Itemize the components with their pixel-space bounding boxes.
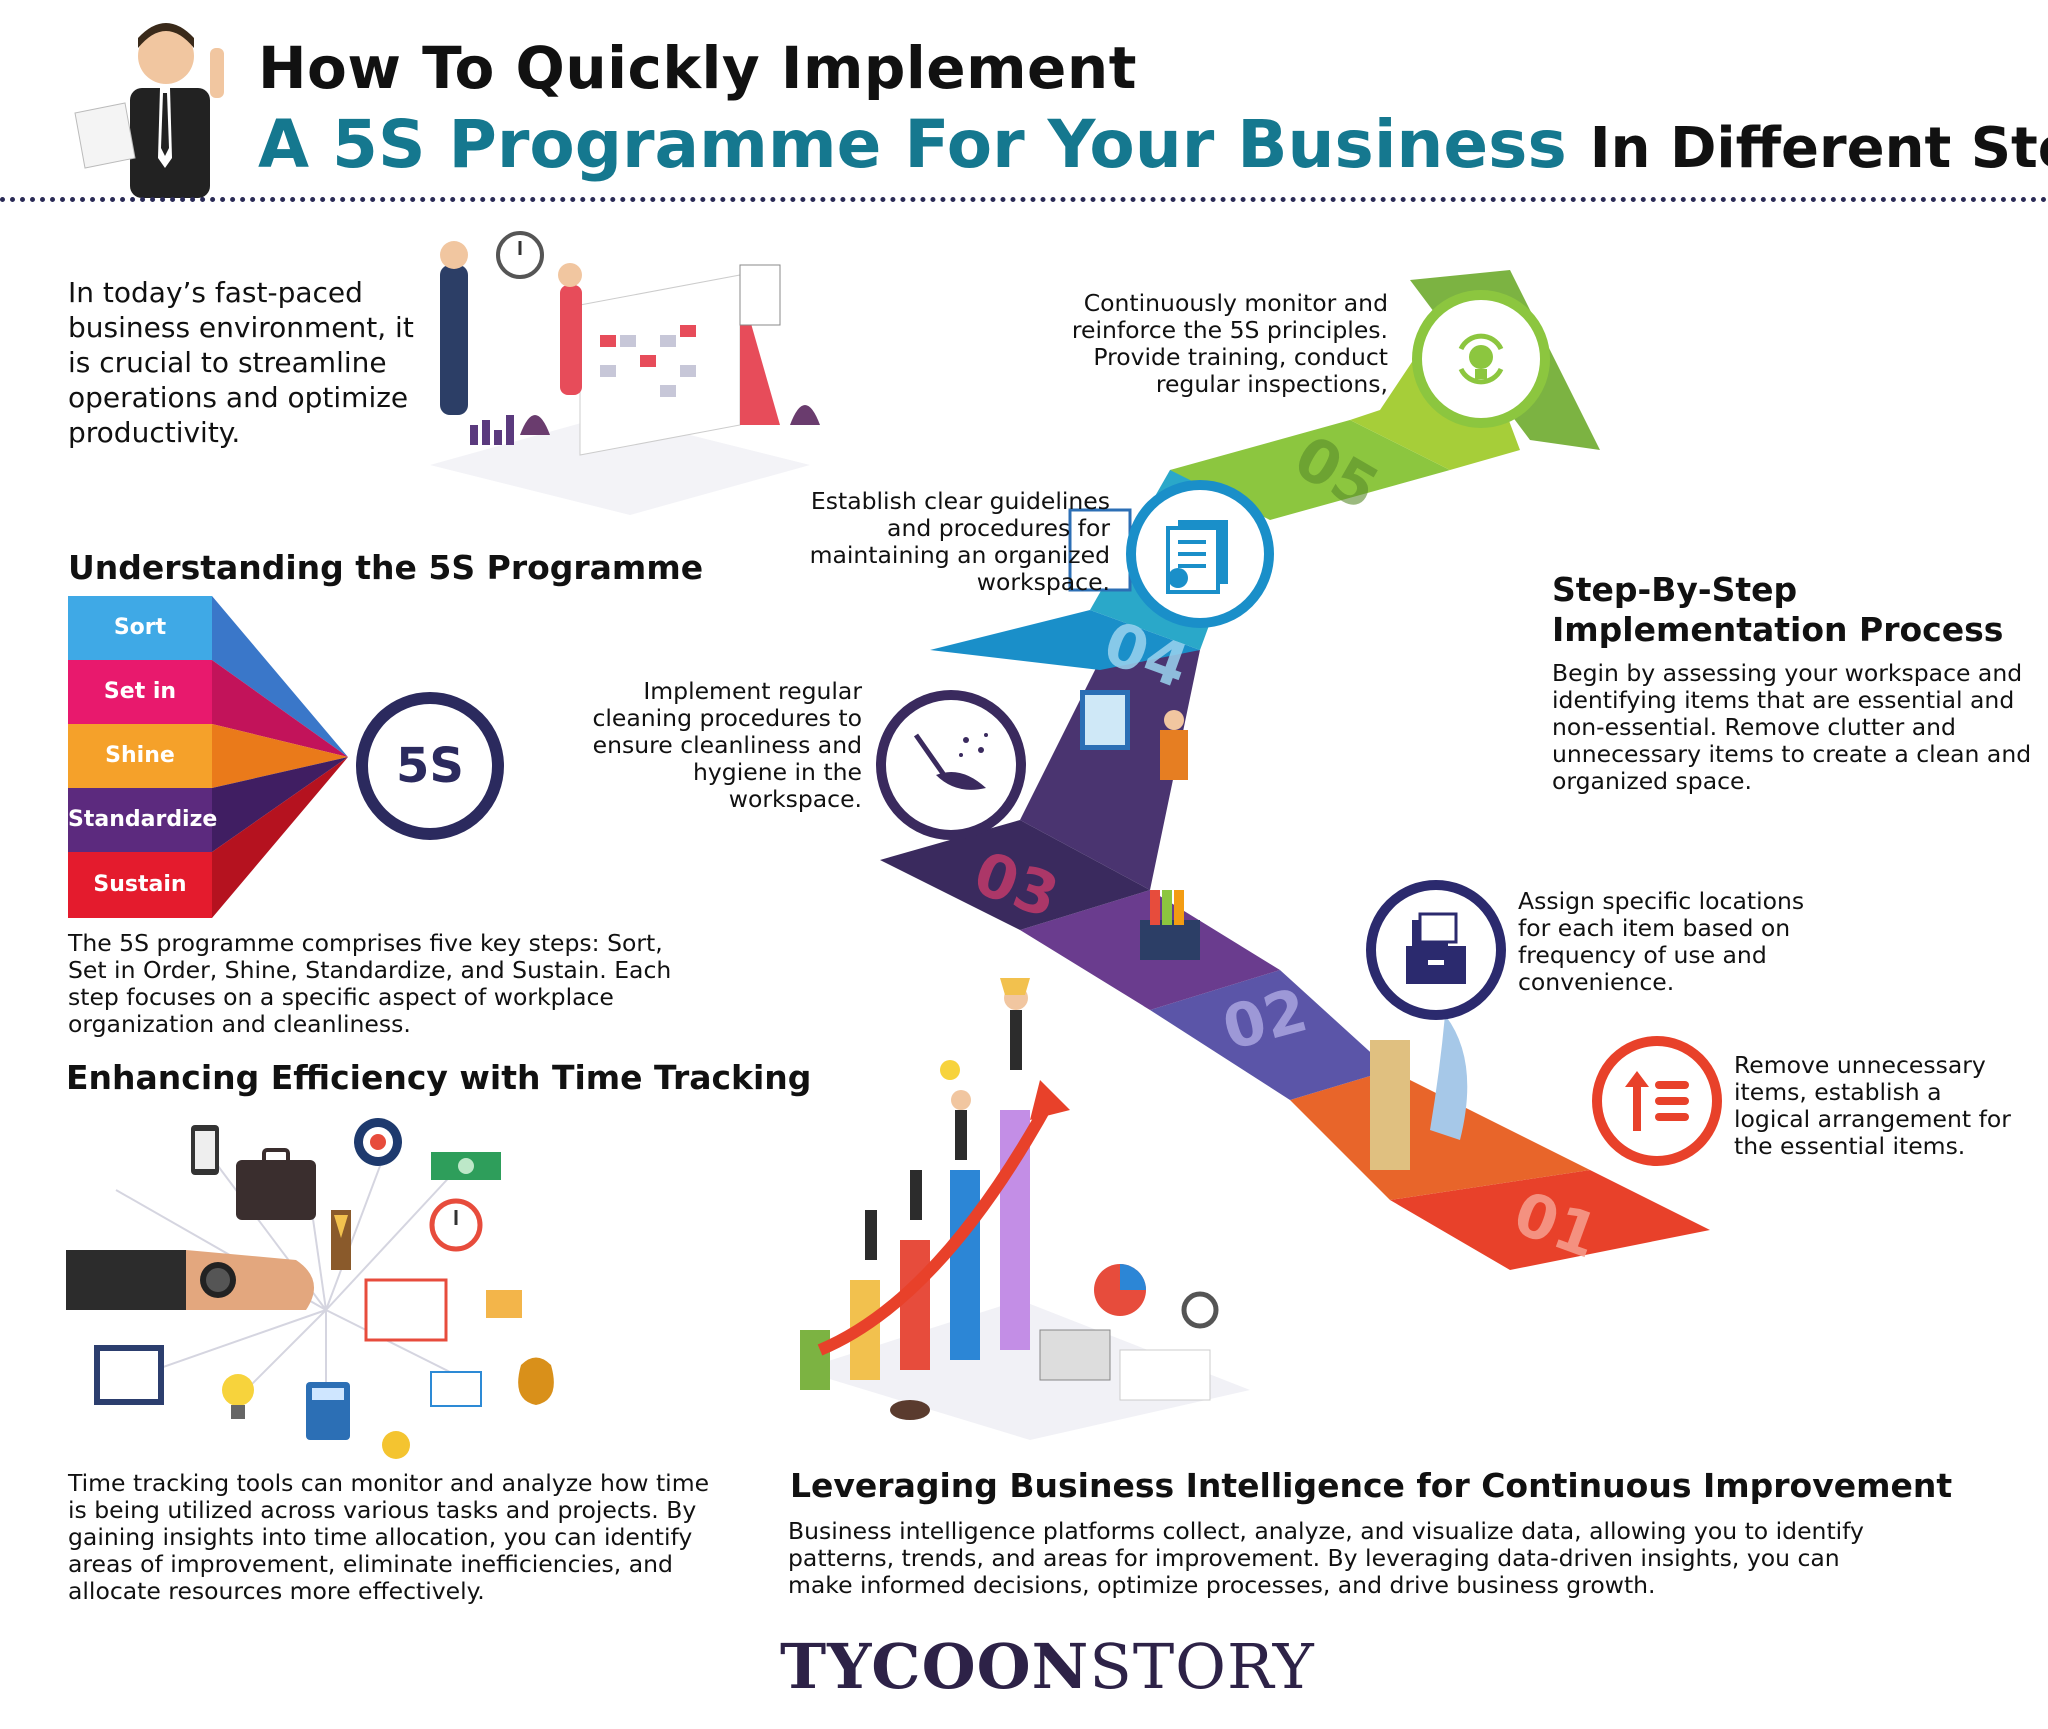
understanding-description: The 5S programme comprises five key step… bbox=[68, 929, 672, 1038]
step-03-icon-circle bbox=[876, 690, 1026, 840]
5s-bar-sustain: Sustain bbox=[68, 852, 212, 918]
step-04-text: Establish clear guidelines and procedure… bbox=[809, 487, 1110, 596]
step-02-block bbox=[1150, 970, 1390, 1100]
step-01-text: Remove unnecessary items, establish a lo… bbox=[1734, 1051, 2011, 1160]
5s-label-shine: Shine bbox=[105, 743, 175, 768]
step-01-ramp bbox=[1290, 1070, 1590, 1200]
business-intelligence-description: Business intelligence platforms collect,… bbox=[788, 1517, 1864, 1599]
calendar-team-illustration bbox=[410, 225, 830, 515]
time-tracking-illustration bbox=[66, 1110, 586, 1460]
brand-bold: TYCOON bbox=[780, 1630, 1090, 1703]
step-02-text: Assign specific locations for each item … bbox=[1518, 887, 1805, 996]
broom-sparkle-icon bbox=[913, 733, 988, 790]
file-cabinet-icon bbox=[1406, 912, 1466, 984]
lightbulb-cycle-icon bbox=[1458, 333, 1504, 385]
sort-list-icon bbox=[1625, 1071, 1689, 1131]
implementation-description: Begin by assessing your workspace and id… bbox=[1552, 659, 2032, 795]
businessman-illustration bbox=[70, 8, 250, 198]
step-03-text: Implement regular cleaning procedures to… bbox=[592, 677, 862, 813]
title-highlight: A 5S Programme For Your Business bbox=[258, 106, 1567, 183]
business-intelligence-illustration bbox=[790, 970, 1270, 1440]
intro-text: In today’s fast-paced business environme… bbox=[68, 276, 414, 449]
brand-regular: STORY bbox=[1089, 1630, 1315, 1703]
brand-logo: TYCOONSTORY bbox=[780, 1630, 1315, 1703]
title-line-1: How To Quickly Implement bbox=[258, 34, 1137, 102]
5s-bar-set-in-order: Set in Order bbox=[68, 660, 212, 768]
5s-center-badge: 5S bbox=[356, 692, 504, 840]
title-rest: In Different Steps bbox=[1589, 116, 2048, 181]
step-02-icon-circle bbox=[1366, 880, 1506, 1020]
step-04-block bbox=[930, 610, 1200, 670]
5s-bar-standardize: Standardize bbox=[68, 788, 217, 852]
5s-bar-shine: Shine bbox=[68, 724, 212, 788]
step-03-block bbox=[880, 820, 1150, 930]
5s-center-label: 5S bbox=[396, 738, 464, 794]
step-03-ramp bbox=[1020, 650, 1200, 890]
step-04-icon-circle bbox=[1126, 480, 1274, 628]
dotted-divider bbox=[0, 197, 2048, 202]
step-05-text: Continuously monitor and reinforce the 5… bbox=[1071, 289, 1388, 398]
5s-label-sort: Sort bbox=[113, 615, 167, 640]
step-05-icon-circle bbox=[1412, 290, 1550, 428]
time-tracking-description: Time tracking tools can monitor and anal… bbox=[68, 1469, 710, 1605]
5s-label-standardize: Standardize bbox=[68, 807, 218, 832]
understanding-heading: Understanding the 5S Programme bbox=[68, 548, 704, 587]
step-01-icon-circle bbox=[1592, 1036, 1722, 1166]
5s-bar-sort: Sort bbox=[68, 596, 212, 660]
checklist-documents-icon bbox=[1166, 520, 1228, 594]
implementation-heading-line2: Implementation Process bbox=[1552, 610, 2004, 649]
step-01-block bbox=[1390, 1170, 1710, 1270]
time-tracking-heading: Enhancing Efficiency with Time Tracking bbox=[66, 1058, 812, 1097]
implementation-heading-line1: Step-By-Step bbox=[1552, 570, 1798, 609]
5s-funnel-graphic bbox=[68, 596, 356, 918]
5s-label-sustain: Sustain bbox=[93, 872, 187, 897]
title-line-2: A 5S Programme For Your Business In Diff… bbox=[258, 106, 2048, 183]
business-intelligence-heading: Leveraging Business Intelligence for Con… bbox=[790, 1466, 1953, 1505]
